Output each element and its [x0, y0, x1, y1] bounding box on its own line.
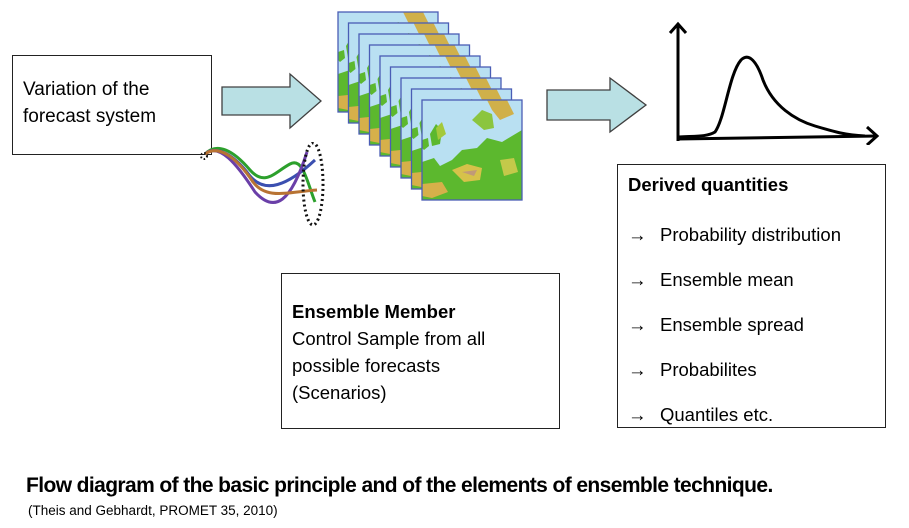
trajectories-icon [200, 142, 325, 227]
trajectory-brown [204, 149, 318, 195]
derived-item: → Ensemble mean [628, 268, 885, 291]
flow-arrow-2-shape [546, 76, 648, 134]
derived-item-label: Probabilites [660, 359, 757, 380]
derived-item-label: Ensemble mean [660, 269, 794, 290]
trajectory-blue [204, 148, 317, 188]
map-frame [421, 99, 523, 201]
derived-quantities-box: Derived quantities → Probability distribu… [617, 164, 886, 428]
figure-caption: Flow diagram of the basic principle and … [26, 474, 773, 497]
x-axis-arrowhead [865, 125, 880, 145]
right-arrow-icon: → [628, 224, 647, 245]
derived-item: → Ensemble spread [628, 313, 885, 336]
distribution-curve [678, 55, 866, 139]
right-arrow-icon: → [628, 359, 647, 380]
derived-item: → Probability distribution [628, 223, 885, 246]
derived-item: → Quantiles etc. [628, 403, 885, 426]
flow-arrow-1-shape [221, 72, 322, 130]
variation-of-forecast-system-box: Variation of the forecast system [12, 55, 212, 155]
derived-item: → Probabilites [628, 358, 885, 381]
variation-line-2: forecast system [23, 106, 157, 127]
flow-arrow-2 [546, 76, 648, 134]
ensemble-member-line-2: possible forecasts [292, 355, 441, 376]
derived-item-label: Quantiles etc. [660, 404, 774, 425]
derived-quantities-title: Derived quantities [628, 174, 789, 195]
spread-ellipse [301, 142, 325, 227]
y-axis-arrowhead [668, 21, 688, 34]
figure-citation: (Theis and Gebhardt, PROMET 35, 2010) [28, 503, 278, 518]
ensemble-member-line-3: (Scenarios) [292, 382, 387, 403]
map-frames [337, 11, 523, 201]
probability-distribution-icon [668, 21, 880, 145]
flow-arrow-1 [221, 72, 322, 130]
ensemble-member-title: Ensemble Member [292, 301, 456, 322]
right-arrow-icon: → [628, 314, 647, 335]
right-arrow-icon: → [628, 404, 647, 425]
ensemble-map-stack [337, 11, 523, 201]
derived-item-label: Ensemble spread [660, 314, 804, 335]
variation-line-1: Variation of the [23, 79, 150, 100]
ensemble-member-box: Ensemble Member Control Sample from all … [281, 273, 560, 429]
derived-item-label: Probability distribution [660, 224, 841, 245]
x-axis [676, 134, 878, 141]
start-point [200, 152, 208, 160]
ensemble-member-line-1: Control Sample from all [292, 328, 486, 349]
trajectory-green [203, 147, 317, 203]
right-arrow-icon: → [628, 269, 647, 290]
